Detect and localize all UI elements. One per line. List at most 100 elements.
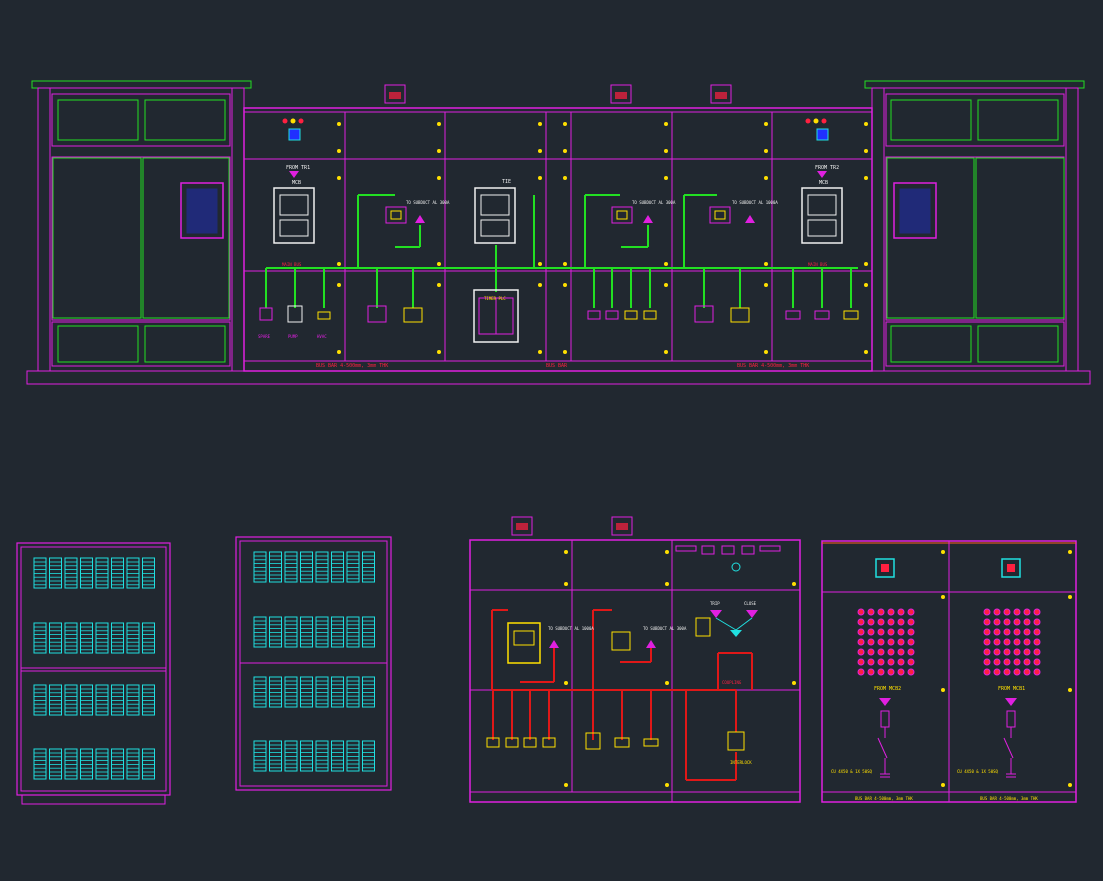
right-top-door-2 <box>977 99 1059 141</box>
indicator-lamp <box>857 658 865 666</box>
feeder-pump-label: PUMP <box>288 334 298 339</box>
louver-group-b <box>253 551 375 772</box>
indicator-lamp <box>857 668 865 676</box>
door-screws <box>337 122 868 354</box>
indicator-lamp <box>983 628 991 636</box>
indicator-lamp <box>887 628 895 636</box>
indicator-lamp <box>1033 628 1041 636</box>
section-c-lug-2 <box>611 516 633 536</box>
indicator-lamp <box>857 618 865 626</box>
indicator-lamp <box>907 648 915 656</box>
indicator-lamp <box>1023 638 1031 646</box>
bus-tie-label: TIE <box>502 179 511 185</box>
indicator-lamp <box>897 628 905 636</box>
incomer-breaker-2 <box>801 187 843 244</box>
outgoing-arrow-icon <box>745 215 755 223</box>
indicator-lamp <box>897 638 905 646</box>
incoming-arrow-icon <box>879 698 891 706</box>
section-c-feeder-b-label: TO SUBDUCT AL 300A <box>643 626 687 631</box>
base-label-3: BUS BAR 4-500mm, 3mm THK <box>737 363 809 369</box>
indicator-lamp <box>993 648 1001 656</box>
indicator-lamp <box>1023 658 1031 666</box>
indicator-lamp <box>867 618 875 626</box>
indicator-lamp <box>867 628 875 636</box>
section-c-main-breaker <box>507 622 541 664</box>
indicator-lamp <box>983 668 991 676</box>
feeder-3-label: TO SUBDUCT AL 1000A <box>732 200 778 205</box>
indicator-light-red <box>298 118 304 124</box>
section-c-door-screws <box>564 550 796 787</box>
indicator-lamp <box>993 608 1001 616</box>
indicator-lamp <box>993 658 1001 666</box>
side-view-right <box>235 536 392 791</box>
incomer-breaker-1 <box>273 187 315 244</box>
indicator-lamp <box>1003 668 1011 676</box>
indicator-lamp <box>1013 608 1021 616</box>
base-label-1: BUS BAR 4-500mm, 3mm THK <box>316 363 388 369</box>
indicator-lamp <box>1033 668 1041 676</box>
right-top-door-1 <box>890 99 972 141</box>
indicator-lamp <box>877 668 885 676</box>
section-c-interlock-label: INTERLOCK <box>730 760 752 765</box>
right-end-cabinet <box>864 80 1085 372</box>
front-elevation: FROM TR1 MCB FROM TR2 MCB TIE TO SUBDUCT… <box>26 80 1091 385</box>
section-d-cable-1: CU 4X50 & 1X 50SQ <box>831 769 873 774</box>
section-c-feeder-a-label: TO SUBDUCT AL 1000A <box>548 626 594 631</box>
indicator-lamp <box>1023 628 1031 636</box>
outgoing-arrow-icon <box>643 215 653 223</box>
right-main-door-1 <box>886 157 975 319</box>
indicator-light-yellow <box>290 118 296 124</box>
left-end-cabinet <box>31 80 252 372</box>
busbar-tag-1: MAIN BUS <box>282 262 302 267</box>
section-d-meter-2 <box>1001 558 1021 578</box>
indicator-lamp <box>1033 638 1041 646</box>
indicator-lamp <box>1033 618 1041 626</box>
lineup-outer-frame <box>243 107 873 372</box>
indicator-lamp <box>983 618 991 626</box>
indicator-lamp <box>867 638 875 646</box>
indicator-lamp <box>983 648 991 656</box>
incomer-1-tag: MCB <box>292 180 301 186</box>
indicator-light-red <box>821 118 827 124</box>
incoming-arrow-icon <box>289 171 299 178</box>
indicator-lamp <box>1033 648 1041 656</box>
section-d-base-2: BUS BAR 4-500mm, 3mm THK <box>980 796 1038 801</box>
indicator-light-red <box>282 118 288 124</box>
feeder-mccb-2 <box>611 206 633 224</box>
feeder-1-label: TO SUBDUCT AL 300A <box>406 200 450 205</box>
indicator-lamp <box>1003 608 1011 616</box>
indicator-lamp <box>1003 658 1011 666</box>
indicator-lamp <box>1013 658 1021 666</box>
side-panel-frame-b <box>235 536 392 791</box>
indicator-lamp <box>907 668 915 676</box>
indicator-lamp <box>1013 628 1021 636</box>
interlock-icon <box>730 630 742 637</box>
indicator-lamp <box>1033 658 1041 666</box>
feeder-hvac-label: HVAC <box>317 334 327 339</box>
busbar-tag-2: MAIN BUS <box>808 262 828 267</box>
indicator-lamp <box>907 638 915 646</box>
indicator-lamp <box>877 608 885 616</box>
indicator-lamp <box>857 628 865 636</box>
bus-tie-breaker <box>474 187 516 244</box>
section-c-trip-label: TRIP <box>710 601 720 606</box>
indicator-lamp <box>983 638 991 646</box>
section-c-control-relay <box>695 617 711 637</box>
indicator-lamp <box>867 668 875 676</box>
indicator-lamp <box>1003 648 1011 656</box>
indicator-lamp <box>907 658 915 666</box>
indicator-lamp <box>1023 618 1031 626</box>
section-c-frame <box>469 539 801 803</box>
right-bottom-door-1 <box>890 325 972 363</box>
right-main-door-2 <box>975 157 1065 319</box>
control-panel-box <box>473 289 519 343</box>
meter-display <box>288 128 301 141</box>
meter-display <box>816 128 829 141</box>
section-c-close-label: CLOSE <box>744 601 757 606</box>
section-d-cable-2: CU 4X50 & 1X 50SQ <box>957 769 999 774</box>
indicator-lamp <box>877 658 885 666</box>
section-d-from-2: FROM MCB1 <box>998 686 1025 692</box>
section-d-elevation: FROM MCB2 FROM MCB1 CU 4X50 & 1X 50SQ CU… <box>821 540 1077 803</box>
section-d-door-screws <box>941 550 1072 787</box>
